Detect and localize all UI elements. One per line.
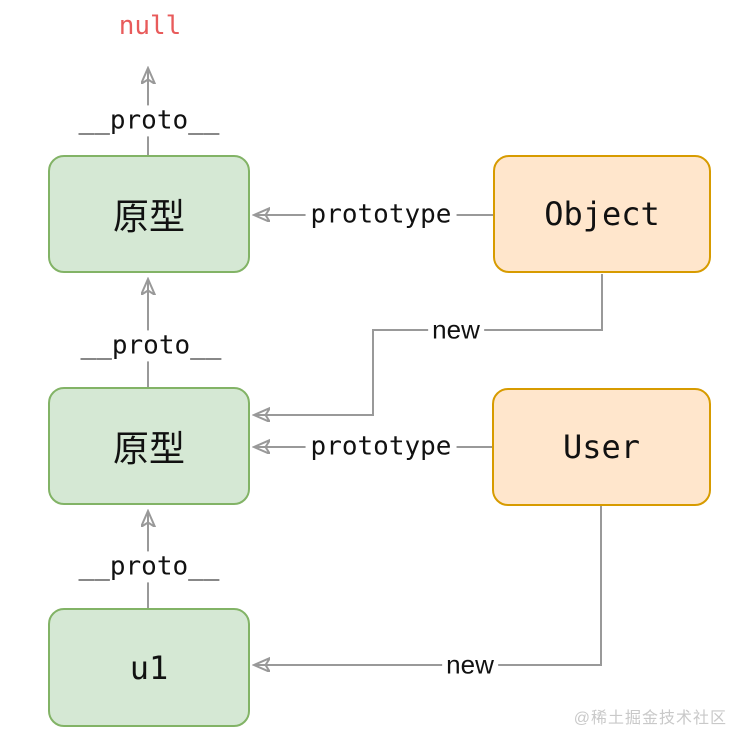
node-object-constructor: Object	[493, 155, 711, 273]
node-object-prototype: 原型	[48, 155, 250, 273]
null-terminal: null	[118, 11, 182, 41]
edge-object-new	[254, 274, 603, 415]
edge-label-prototype-user: prototype	[305, 431, 457, 463]
edge-label-prototype-object: prototype	[305, 199, 457, 231]
node-user-prototype: 原型	[48, 387, 250, 505]
edge-label-proto-top: __proto__	[73, 105, 225, 137]
edge-label-new-object: new	[428, 314, 484, 346]
watermark: @稀土掘金技术社区	[573, 710, 727, 727]
edge-label-proto-mid: __proto__	[75, 330, 227, 362]
node-u1-instance: u1	[48, 608, 250, 727]
edge-label-new-user: new	[442, 649, 498, 681]
node-user-constructor: User	[492, 388, 711, 506]
edge-label-proto-bottom: __proto__	[73, 551, 225, 583]
edge-user-new	[254, 506, 602, 665]
